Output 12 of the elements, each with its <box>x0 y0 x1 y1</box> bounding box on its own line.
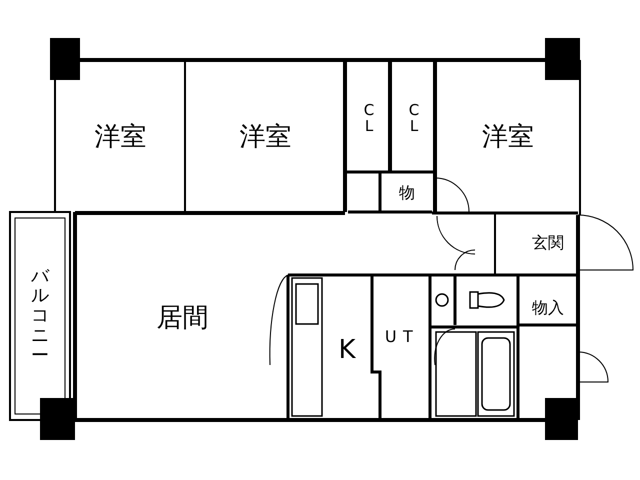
room-label: 洋室 <box>482 122 534 152</box>
utility-room-label: UT <box>384 328 420 346</box>
closet-label: CL <box>362 102 376 134</box>
room-label: 居間 <box>156 304 208 332</box>
room-label: 洋室 <box>94 122 146 152</box>
storage-label: 物 <box>399 184 415 202</box>
storage-label: 物入 <box>532 299 564 317</box>
closet-label: CL <box>408 102 420 134</box>
kitchen-label: K <box>338 336 356 364</box>
entrance-label: 玄関 <box>532 234 564 252</box>
balcony-label: バルコニー <box>31 266 49 366</box>
room-label: 洋室 <box>240 122 292 152</box>
